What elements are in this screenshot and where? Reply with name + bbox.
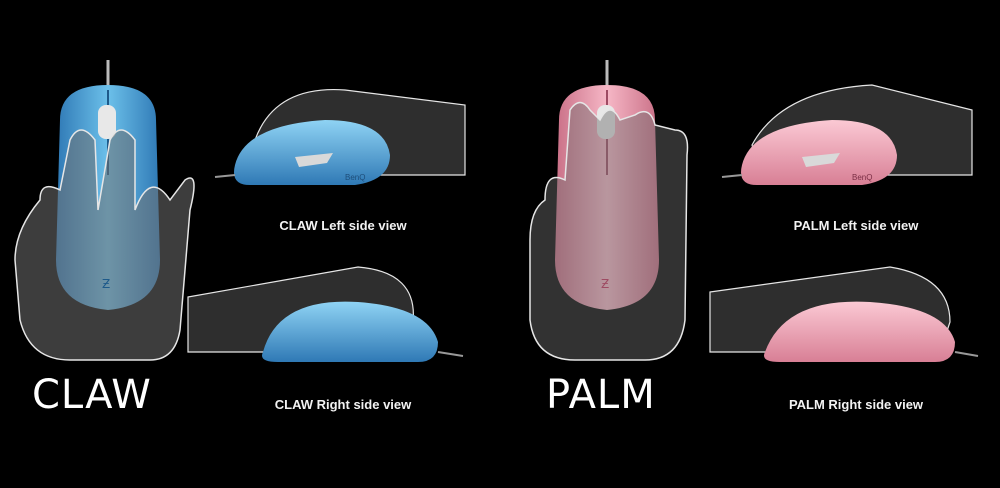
palm-left-caption: PALM Left side view	[793, 218, 919, 233]
palm-top-view-illustration: Ƶ	[529, 60, 689, 361]
svg-text:Ƶ: Ƶ	[601, 277, 609, 291]
claw-title: CLAW	[32, 372, 152, 418]
palm-right-caption: PALM Right side view	[788, 397, 924, 412]
palm-right-side-view-illustration	[709, 266, 979, 362]
svg-text:Ƶ: Ƶ	[102, 277, 110, 291]
claw-right-caption: CLAW Right side view	[274, 397, 412, 412]
palm-left-side-view-illustration: BenQ	[721, 84, 973, 185]
svg-text:BenQ: BenQ	[852, 173, 872, 182]
svg-text:BenQ: BenQ	[345, 173, 365, 182]
claw-left-caption: CLAW Left side view	[279, 218, 407, 233]
claw-panel: Ƶ BenQ CLAW Left side view CLAW Right si…	[14, 60, 466, 418]
palm-panel: Ƶ BenQ PALM Left side view PALM Right si…	[500, 0, 1000, 488]
palm-title: PALM	[546, 372, 656, 418]
claw-top-view-illustration: Ƶ	[14, 60, 195, 361]
claw-left-side-view-illustration: BenQ	[214, 88, 466, 185]
claw-right-side-view-illustration	[187, 266, 464, 362]
